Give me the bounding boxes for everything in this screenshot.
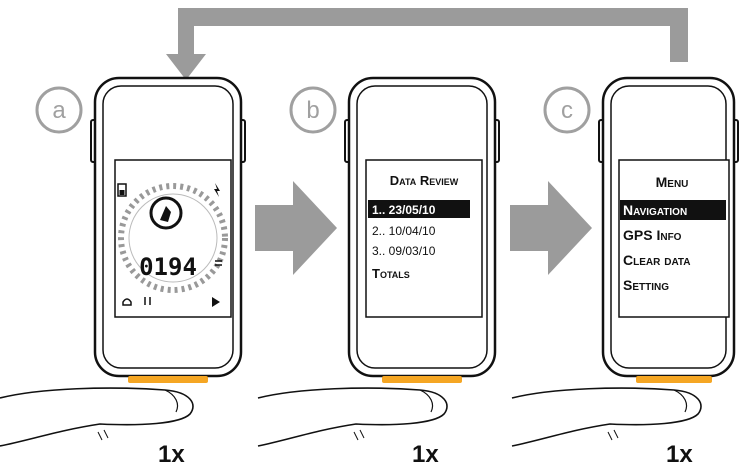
step-circle-a: a [35, 86, 83, 134]
hand-a [0, 387, 194, 447]
arrow-b-to-c [510, 181, 592, 275]
list-item-2: 2.. 10/04/10 [372, 224, 436, 238]
equals-icon [215, 260, 222, 266]
screen-c: Menu Navigation GPS Info Clear data Sett… [618, 159, 730, 318]
press-count-c: 1x [666, 441, 693, 468]
device-a: 0194 [90, 76, 246, 383]
device-c: Menu Navigation GPS Info Clear data Sett… [598, 76, 739, 383]
step-circle-c: c [543, 86, 591, 134]
bell-icon [122, 298, 132, 306]
menu-item-4: Setting [623, 277, 669, 293]
bottom-button[interactable] [128, 376, 208, 383]
hand-c [511, 387, 702, 447]
press-count-b: 1x [412, 441, 439, 468]
screen-b: Data Review 1.. 23/05/10 2.. 10/04/10 3.… [365, 159, 483, 318]
bottom-button[interactable] [636, 376, 712, 383]
step-circle-b: b [289, 86, 337, 134]
selected-row-highlight [620, 200, 726, 220]
device-b: Data Review 1.. 23/05/10 2.. 10/04/10 3.… [344, 76, 500, 383]
step-letter-b: b [306, 97, 319, 124]
menu-item-1: Navigation [623, 202, 687, 218]
press-count-a: 1x [158, 441, 185, 468]
hand-b [257, 387, 448, 447]
pause-icon [144, 297, 151, 305]
return-arrow [166, 8, 688, 80]
screen-a: 0194 [114, 159, 232, 318]
activity-icon [214, 183, 220, 197]
screen-title: Menu [656, 174, 689, 190]
arrow-a-to-b [255, 181, 337, 275]
step-letter-a: a [52, 97, 66, 124]
step-letter-c: c [561, 97, 573, 124]
list-item-1: 1.. 23/05/10 [372, 203, 436, 217]
readout: 0194 [139, 253, 197, 281]
list-item-3: 3.. 09/03/10 [372, 244, 436, 258]
selected-row-highlight [368, 200, 470, 218]
bottom-button[interactable] [382, 376, 462, 383]
menu-item-2: GPS Info [623, 227, 682, 243]
screen-title: Data Review [390, 173, 459, 188]
list-footer: Totals [372, 266, 410, 281]
play-icon [212, 297, 220, 307]
menu-item-3: Clear data [623, 252, 691, 268]
